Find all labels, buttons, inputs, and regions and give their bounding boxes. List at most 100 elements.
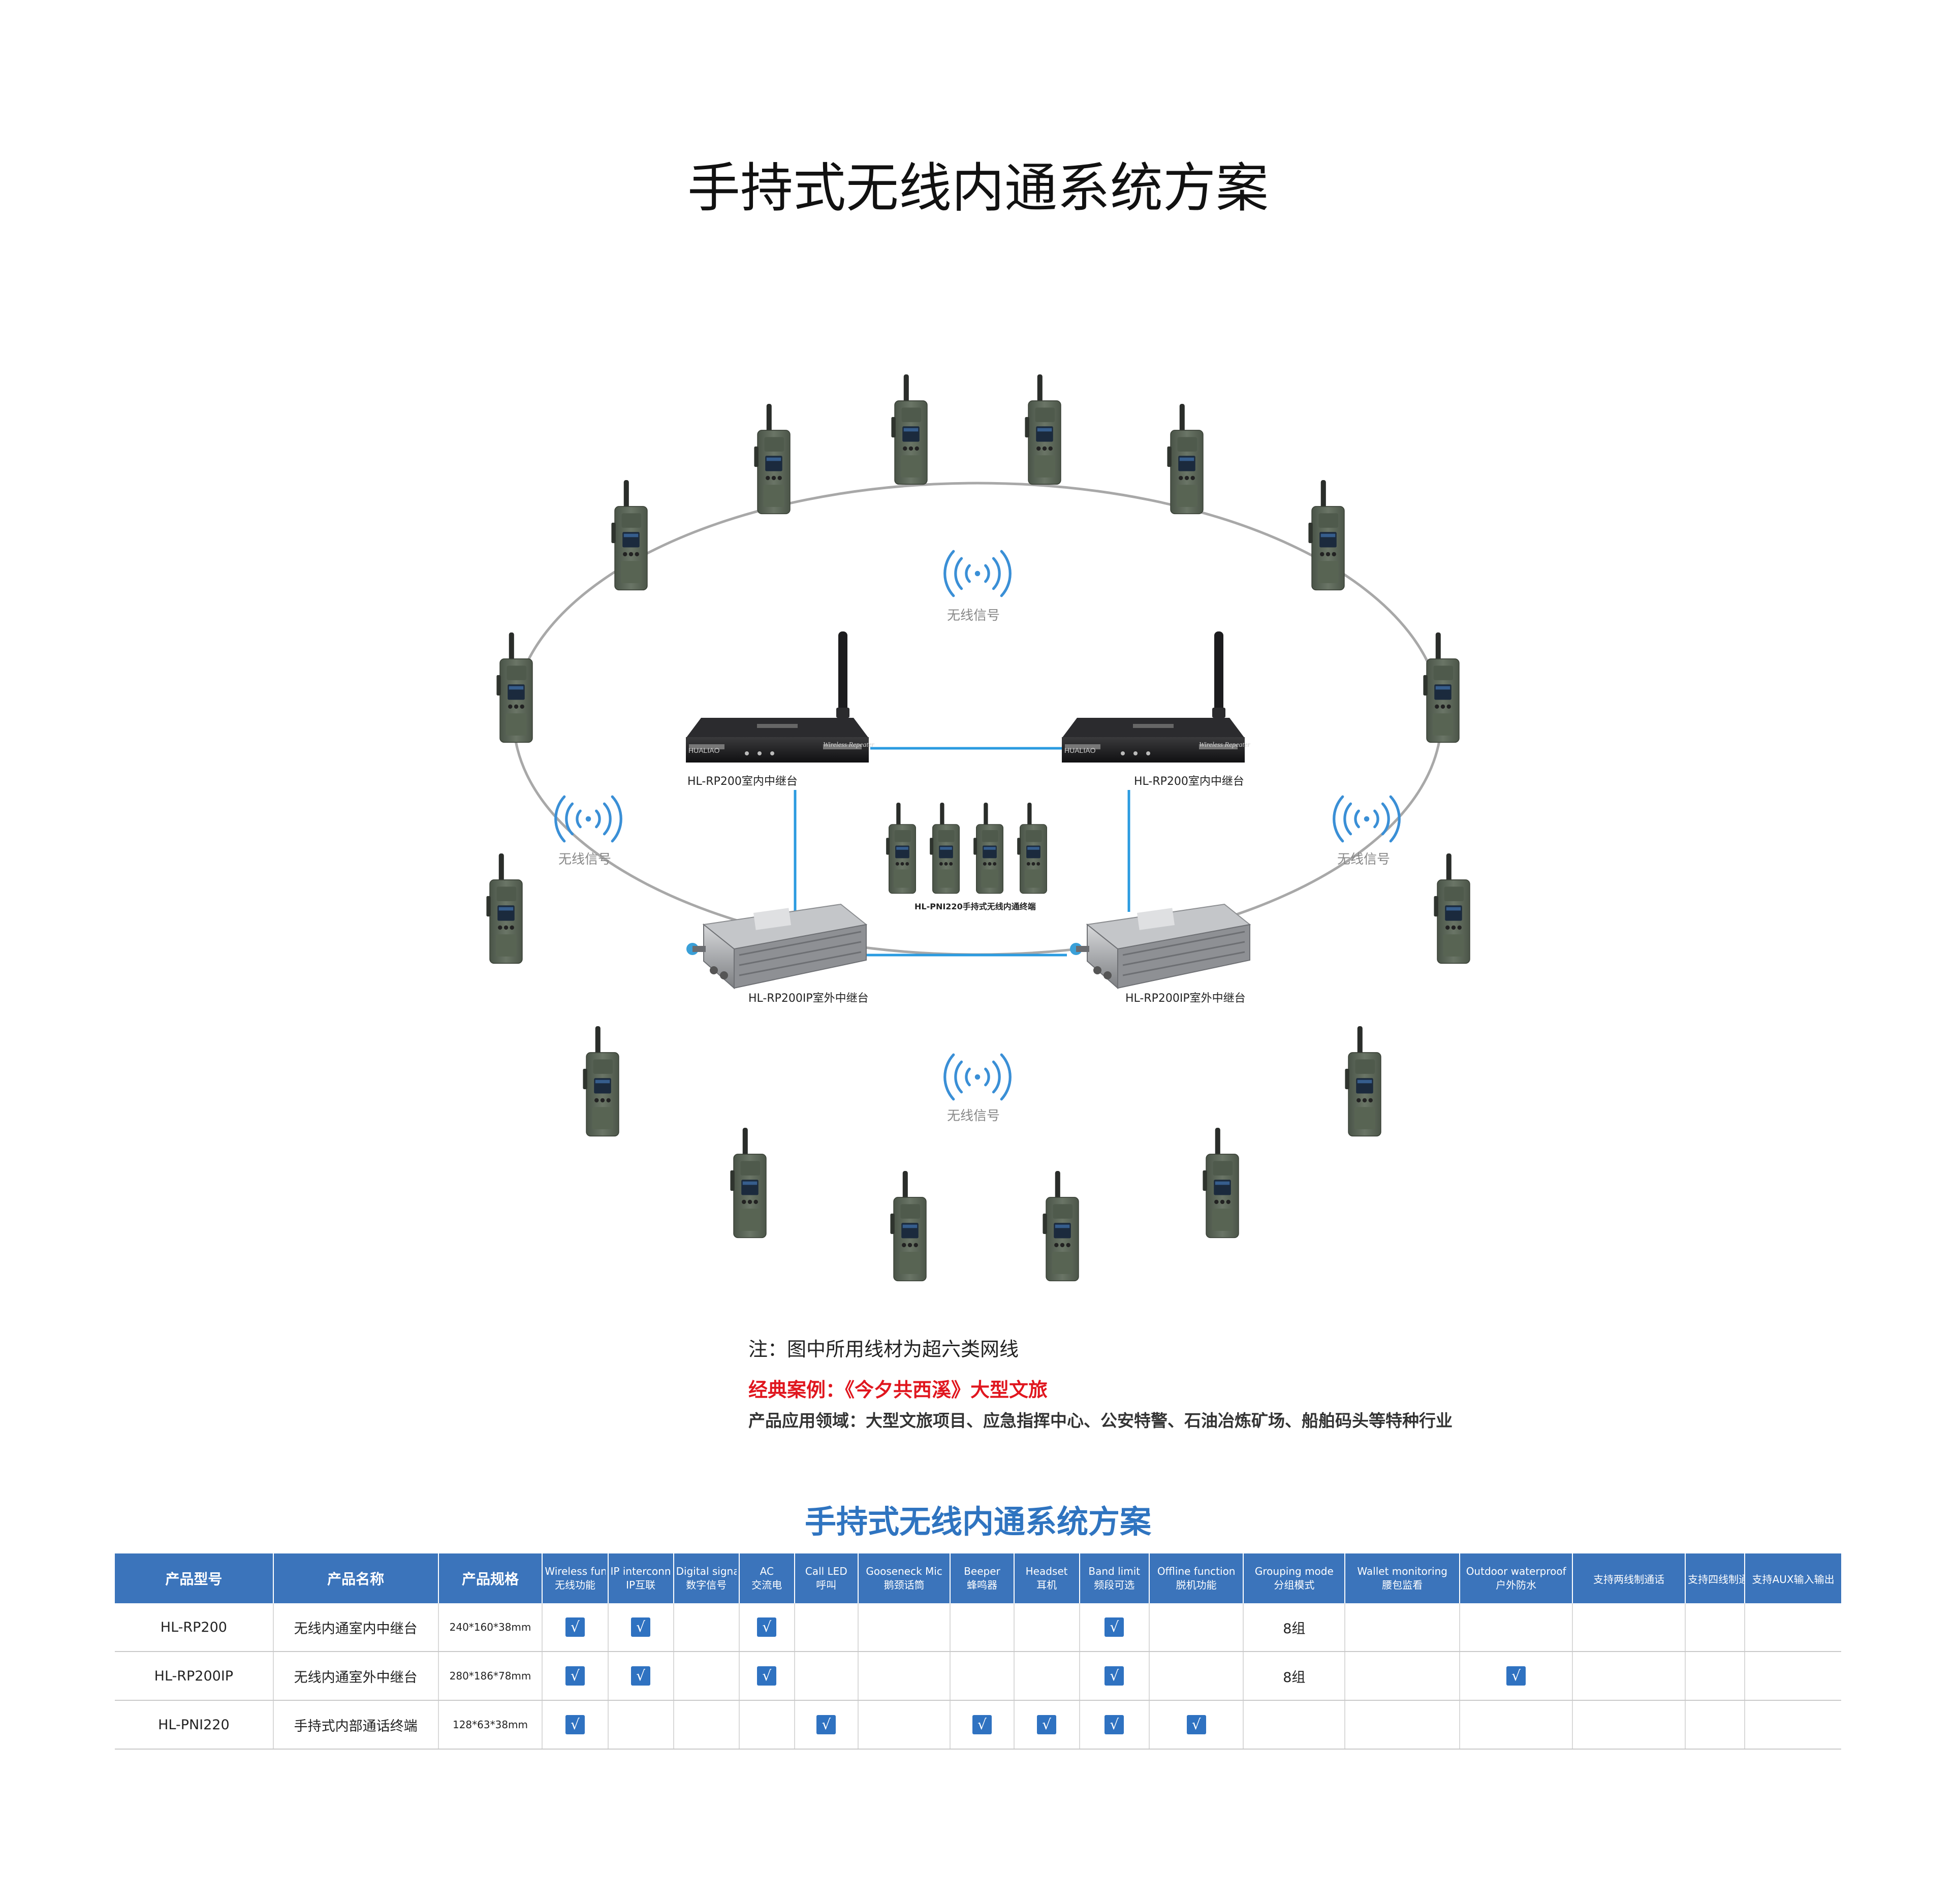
radio-icon bbox=[730, 1127, 767, 1239]
network-links bbox=[794, 747, 1130, 957]
wifi-icon bbox=[1334, 797, 1400, 841]
checkmark-icon: √ bbox=[1186, 1715, 1206, 1734]
header-en-label: Band limit bbox=[1088, 1565, 1141, 1577]
check-cell bbox=[1745, 1700, 1841, 1750]
name-cell: 无线内通室内中继台 bbox=[273, 1603, 439, 1652]
radio-icon bbox=[1202, 1127, 1239, 1239]
table-header-cell: Band limit 频段可选 bbox=[1079, 1553, 1150, 1603]
check-cell: √ bbox=[739, 1652, 795, 1701]
checkmark-icon: √ bbox=[1037, 1715, 1057, 1734]
table-header-cell: 支持四线制通话 bbox=[1685, 1553, 1746, 1603]
check-cell: √ bbox=[542, 1603, 609, 1652]
header-zh-label: 数字信号 bbox=[686, 1579, 727, 1591]
check-cell bbox=[1745, 1603, 1841, 1652]
check-cell: √ bbox=[608, 1603, 674, 1652]
check-cell: √ bbox=[739, 1603, 795, 1652]
header-zh-label: 频段可选 bbox=[1094, 1579, 1135, 1591]
indoor-repeater-label: HL-RP200室内中继台 bbox=[1134, 775, 1244, 788]
header-en-label: Headset bbox=[1025, 1565, 1068, 1577]
check-cell bbox=[1685, 1603, 1746, 1652]
checkmark-icon: √ bbox=[1105, 1617, 1124, 1637]
check-cell bbox=[950, 1652, 1015, 1701]
check-cell: √ bbox=[1079, 1652, 1150, 1701]
outdoor-repeater-label: HL-RP200IP室外中继台 bbox=[1125, 992, 1246, 1005]
check-cell bbox=[794, 1652, 859, 1701]
model-cell: HL-RP200 bbox=[115, 1603, 274, 1652]
system-diagram: HUALIAO Wireless Repeater HUALIAO Wirele… bbox=[486, 374, 1470, 1282]
check-cell bbox=[1745, 1652, 1841, 1701]
check-cell bbox=[1014, 1603, 1080, 1652]
check-cell bbox=[1149, 1603, 1244, 1652]
check-cell: √ bbox=[1079, 1603, 1150, 1652]
header-en-label: AC bbox=[760, 1565, 774, 1577]
terminal-group bbox=[886, 802, 1048, 894]
wifi-icon bbox=[556, 797, 621, 841]
radio-icon bbox=[753, 403, 791, 515]
radio-icon bbox=[496, 632, 533, 743]
grouping-cell bbox=[1243, 1700, 1346, 1750]
check-cell bbox=[1460, 1603, 1573, 1652]
table-title: 手持式无线内通系统方案 bbox=[804, 1503, 1151, 1540]
table-header-cell: 支持两线制通话 bbox=[1572, 1553, 1686, 1603]
header-zh-label: 脱机功能 bbox=[1176, 1579, 1217, 1591]
check-cell: √ bbox=[794, 1700, 859, 1750]
outdoor-repeater-label: HL-RP200IP室外中继台 bbox=[748, 992, 869, 1005]
header-en-label: IP interconnection bbox=[610, 1565, 671, 1577]
radio-icon bbox=[929, 802, 960, 894]
header-zh-label: 鹅颈话筒 bbox=[884, 1579, 925, 1591]
check-cell bbox=[1345, 1652, 1461, 1701]
radio-icon bbox=[1017, 802, 1048, 894]
check-cell bbox=[1572, 1603, 1686, 1652]
name-cell: 手持式内部通话终端 bbox=[273, 1700, 439, 1750]
radio-icon bbox=[1423, 632, 1460, 743]
radio-icon bbox=[1042, 1170, 1079, 1282]
radio-icon bbox=[1344, 1026, 1381, 1137]
header-en-label: Digital signal bbox=[676, 1565, 737, 1577]
table-header-cell: 产品名称 bbox=[273, 1553, 439, 1603]
header-en-label: Grouping mode bbox=[1254, 1565, 1334, 1577]
check-cell: √ bbox=[1460, 1652, 1573, 1701]
grouping-cell: 8组 bbox=[1243, 1603, 1346, 1652]
check-cell bbox=[858, 1700, 951, 1750]
header-en-label: Beeper bbox=[964, 1565, 1000, 1577]
check-cell: √ bbox=[950, 1700, 1015, 1750]
header-en-label: Wallet monitoring bbox=[1357, 1565, 1447, 1577]
checkmark-icon: √ bbox=[1105, 1666, 1124, 1686]
table-header-cell: Grouping mode 分组模式 bbox=[1243, 1553, 1346, 1603]
check-cell bbox=[608, 1700, 674, 1750]
check-cell bbox=[1345, 1700, 1461, 1750]
radio-icon bbox=[886, 802, 917, 894]
check-cell bbox=[858, 1652, 951, 1701]
check-cell bbox=[1572, 1700, 1686, 1750]
table-header-cell: IP interconnectionIP互联 bbox=[608, 1553, 674, 1603]
table-header-cell: Digital signal 数字信号 bbox=[673, 1553, 740, 1603]
check-cell bbox=[1685, 1700, 1746, 1750]
checkmark-icon: √ bbox=[565, 1617, 585, 1637]
header-en-label: Outdoor waterproof bbox=[1466, 1565, 1566, 1577]
radio-icon bbox=[1024, 374, 1061, 485]
checkmark-icon: √ bbox=[565, 1715, 585, 1734]
radio-icon bbox=[1433, 853, 1470, 964]
size-cell: 240*160*38mm bbox=[438, 1603, 543, 1652]
cable-note: 注：图中所用线材为超六类网线 bbox=[748, 1338, 1019, 1360]
header-en-label: Wireless function bbox=[545, 1565, 605, 1577]
radio-icon bbox=[973, 802, 1004, 894]
table-header-cell: Beeper 蜂鸣器 bbox=[950, 1553, 1015, 1603]
radio-icon bbox=[611, 480, 648, 591]
size-cell: 128*63*38mm bbox=[438, 1700, 543, 1750]
header-zh-label: 蜂鸣器 bbox=[966, 1579, 997, 1591]
header-zh-label: 分组模式 bbox=[1274, 1579, 1315, 1591]
repeater-brand: HUALIAO bbox=[1064, 746, 1096, 754]
check-cell: √ bbox=[1014, 1700, 1080, 1750]
check-cell: √ bbox=[542, 1652, 609, 1701]
model-cell: HL-RP200IP bbox=[115, 1652, 274, 1701]
checkmark-icon: √ bbox=[1105, 1715, 1124, 1734]
repeater-badge: Wireless Repeater bbox=[823, 741, 875, 749]
table-header-cell: 产品型号 bbox=[115, 1553, 274, 1603]
